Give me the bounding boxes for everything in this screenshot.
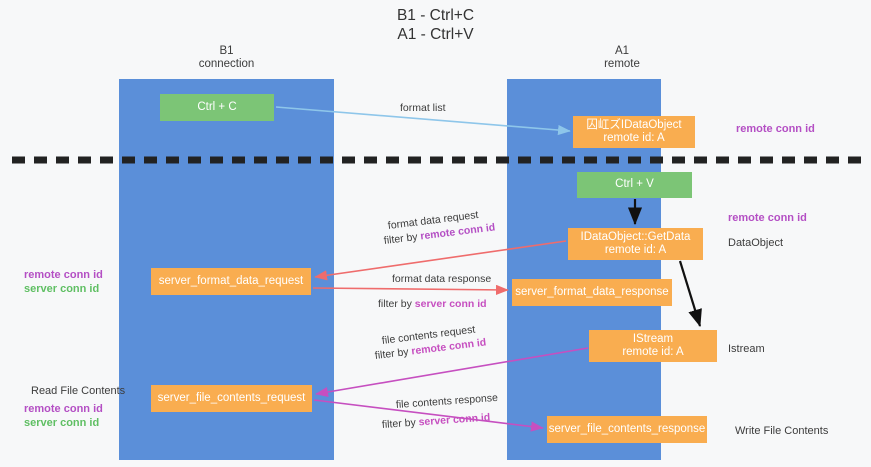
edge-label-format-data-response-text: format data response (392, 273, 492, 285)
edge-label-format-list: format list (400, 101, 446, 116)
box-ctrl-v-label: Ctrl + V (615, 178, 654, 191)
label-write-file-contents: Write File Contents (735, 425, 829, 437)
label-read-file-contents: Read File Contents (31, 385, 126, 397)
edge-label-fdr-filter-prefix: filter by (383, 230, 422, 247)
lane-header-b1: B1 connection (119, 45, 334, 71)
edge-label-fcr-filter-prefix: filter by (374, 345, 413, 362)
box-getdata-line-2: remote id: A (604, 244, 667, 256)
box-ctrl-c[interactable]: Ctrl + C (160, 94, 274, 121)
edge-label-fcresp-filter-key: server conn id (418, 411, 491, 429)
label-left-server-conn-id-2: server conn id (24, 417, 100, 429)
box-getdata-line-1: IDataObject::GetData (580, 230, 691, 243)
edge-label-format-data-response-filter: filter by server conn id (378, 297, 487, 312)
lane-header-b1-name: B1 (219, 45, 234, 57)
lane-header-a1-name: A1 (614, 45, 630, 57)
box-istream-line-1: IStream (632, 332, 674, 345)
box-ctrl-v[interactable]: Ctrl + V (577, 172, 692, 198)
label-left-server-conn-id-1: server conn id (24, 283, 100, 295)
edge-file-contents-request (315, 347, 589, 398)
box-server-format-data-request-label: server_format_data_request (158, 274, 304, 287)
edge-format-data-response (312, 284, 509, 295)
box-idataobject-line-1: 囚屸ズIDataObject (586, 118, 682, 131)
box-istream[interactable]: IStream remote id: A (589, 330, 717, 362)
title-line-2: A1 - Ctrl+V (397, 26, 474, 43)
label-remote-conn-id-mid: remote conn id (728, 212, 807, 224)
box-istream-line-2: remote id: A (622, 346, 684, 358)
box-ctrl-c-label: Ctrl + C (197, 100, 237, 113)
edge-file-contents-response (313, 399, 544, 432)
lane-header-b1-subtitle: connection (198, 58, 255, 70)
edge-label-fdresp-filter-prefix: filter by (378, 298, 415, 310)
edge-format-list (275, 106, 571, 136)
label-istream: Istream (728, 343, 765, 355)
box-server-file-contents-response-label: server_file_contents_response (548, 422, 706, 435)
label-left-conn-ids-top: remote conn id server conn id (24, 268, 103, 296)
box-server-format-data-response-label: server_format_data_response (515, 285, 669, 298)
box-server-file-contents-request[interactable]: server_file_contents_request (151, 385, 312, 412)
label-dataobject: DataObject (728, 237, 784, 249)
edge-format-data-request (314, 240, 567, 281)
lane-header-a1-subtitle: remote (604, 58, 640, 70)
box-idataobject-line-2: remote id: A (603, 132, 665, 144)
box-idataobject-getdata[interactable]: IDataObject::GetData remote id: A (568, 228, 703, 260)
box-server-format-data-request[interactable]: server_format_data_request (151, 268, 311, 295)
edge-label-format-list-text: format list (400, 102, 446, 114)
edge-label-fdresp-filter-key: server conn id (414, 298, 487, 310)
label-left-remote-conn-id-2: remote conn id (24, 403, 103, 415)
edge-label-format-data-response: format data response (392, 272, 491, 287)
edge-getdata-to-istream (678, 260, 702, 328)
label-remote-conn-id-top: remote conn id (736, 123, 815, 135)
box-server-file-contents-request-label: server_file_contents_request (157, 391, 306, 404)
box-server-file-contents-response[interactable]: server_file_contents_response (547, 416, 707, 443)
label-left-conn-ids-bottom: remote conn id server conn id (24, 402, 103, 430)
edge-label-fcresp-filter-prefix: filter by (381, 416, 420, 431)
box-server-format-data-response[interactable]: server_format_data_response (512, 279, 672, 306)
label-left-remote-conn-id-1: remote conn id (24, 269, 103, 281)
box-idataobject[interactable]: 囚屸ズIDataObject remote id: A (573, 116, 695, 148)
lane-header-a1: A1 remote (507, 45, 737, 71)
title-line-1: B1 - Ctrl+C (396, 7, 475, 24)
diagram-title: B1 - Ctrl+C A1 - Ctrl+V (0, 6, 871, 44)
